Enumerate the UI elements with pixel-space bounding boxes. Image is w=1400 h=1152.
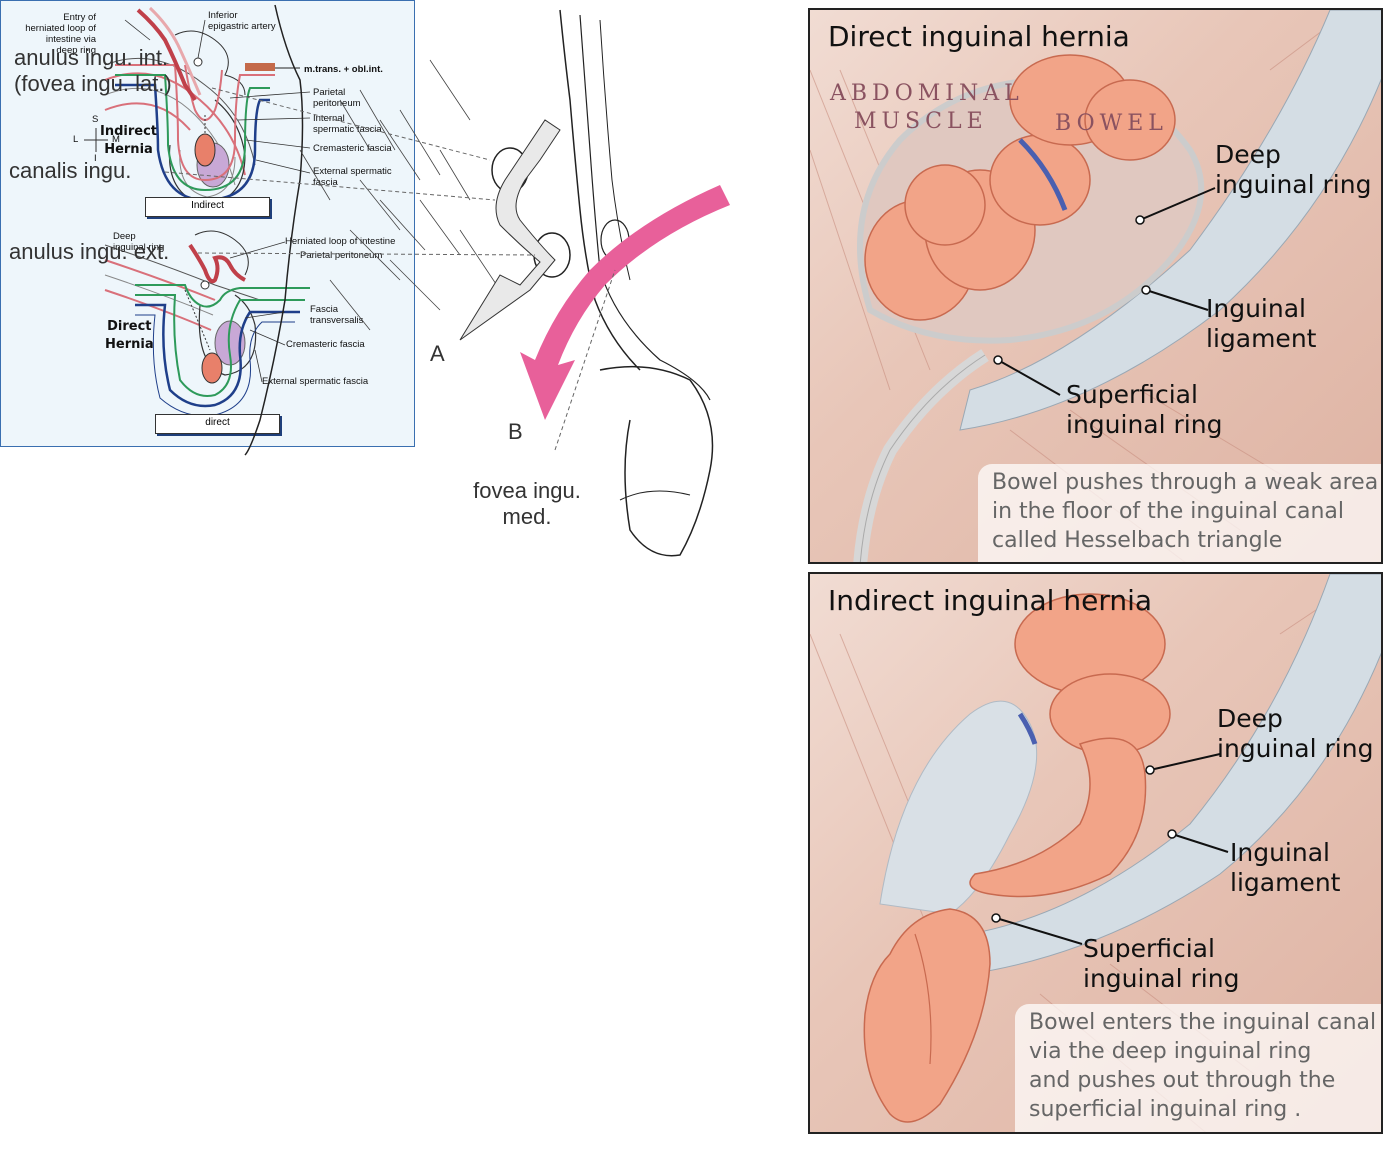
external-spermatic-2-label: External spermatic fascia bbox=[262, 376, 369, 387]
fascia-layers-panel: Entry of herniated loop of intestine via… bbox=[0, 0, 415, 447]
direct-hernia-note: Bowel pushes through a weak area in the … bbox=[978, 464, 1381, 562]
inguinal-canal-drawing-panel: anulus ingu. int. (fovea ingu. lat.) can… bbox=[0, 4, 770, 1017]
cremasteric-fascia-label: Cremasteric fascia bbox=[313, 143, 392, 154]
direct-hernia-panel: Direct inguinal hernia ABDOMINAL MUSCLE … bbox=[808, 8, 1383, 564]
direct-layers-drawing bbox=[135, 241, 310, 417]
arrow-a-label: A bbox=[430, 341, 445, 366]
abdominal-muscle-label: ABDOMINAL MUSCLE bbox=[830, 81, 1024, 134]
indirect-hernia-panel: Indirect inguinal hernia Deep inguinal r… bbox=[808, 572, 1383, 1134]
fovea-ingu-med-label: fovea ingu. med. bbox=[473, 478, 581, 529]
indirect-hernia-title: Indirect inguinal hernia bbox=[828, 584, 1153, 617]
bowel-label: BOWEL bbox=[1055, 111, 1168, 136]
direct-hernia-title: Direct inguinal hernia bbox=[828, 20, 1130, 53]
indirect-ligament-label: Inguinal ligament bbox=[1230, 838, 1341, 897]
inferior-epigastric-label: Inferior epigastric artery bbox=[208, 10, 276, 32]
entry-herniated-loop-label: Entry of herniated loop of intestine via… bbox=[25, 12, 96, 56]
indirect-superficial-ring-label: Superficial inguinal ring bbox=[1083, 934, 1240, 993]
indirect-box: Indirect bbox=[145, 197, 270, 217]
anulus-ingu-ext-label: anulus ingu. ext. bbox=[9, 239, 170, 264]
direct-hernia-illustration bbox=[810, 10, 1381, 562]
compass-superior: S bbox=[92, 114, 99, 125]
mtrans-label: m.trans. + obl.int. bbox=[304, 64, 383, 75]
direct-box: direct bbox=[155, 414, 280, 434]
direct-ligament-label: Inguinal ligament bbox=[1206, 294, 1317, 353]
inguinal-canal-illustration bbox=[164, 4, 730, 557]
direct-deep-ring-label: Deep inguinal ring bbox=[1215, 140, 1372, 199]
indirect-hernia-illustration bbox=[810, 574, 1381, 1132]
direct-hernia-label: Direct Hernia bbox=[105, 319, 154, 352]
indirect-hernia-label: Indirect Hernia bbox=[100, 124, 158, 157]
anulus-ingu-int-label: anulus ingu. int. (fovea ingu. lat.) bbox=[14, 45, 172, 96]
cremasteric-fascia-2-label: Cremasteric fascia bbox=[286, 339, 365, 350]
direct-superficial-ring-label: Superficial inguinal ring bbox=[1066, 380, 1223, 439]
indirect-hernia-note: Bowel enters the inguinal canal via the … bbox=[1015, 1004, 1381, 1132]
arrow-b-label: B bbox=[508, 419, 523, 444]
compass-inferior: I bbox=[94, 153, 97, 164]
compass-lateral: L bbox=[73, 134, 79, 145]
canalis-ingu-label: canalis ingu. bbox=[9, 158, 132, 183]
compass-medial: M bbox=[112, 134, 120, 145]
deep-inguinal-ring-label: Deep inguinal ring bbox=[113, 231, 165, 253]
parietal-peritoneum-2-label: Parietal peritoneum bbox=[300, 250, 383, 261]
indirect-deep-ring-label: Deep inguinal ring bbox=[1217, 704, 1374, 763]
herniated-loop-label: Herniated loop of intestine bbox=[285, 236, 396, 247]
external-spermatic-label: External spermatic fascia bbox=[313, 166, 392, 188]
parietal-peritoneum-label: Parietal peritoneum bbox=[313, 87, 361, 109]
fascia-transversalis-label: Fascia transversalis bbox=[310, 304, 364, 326]
